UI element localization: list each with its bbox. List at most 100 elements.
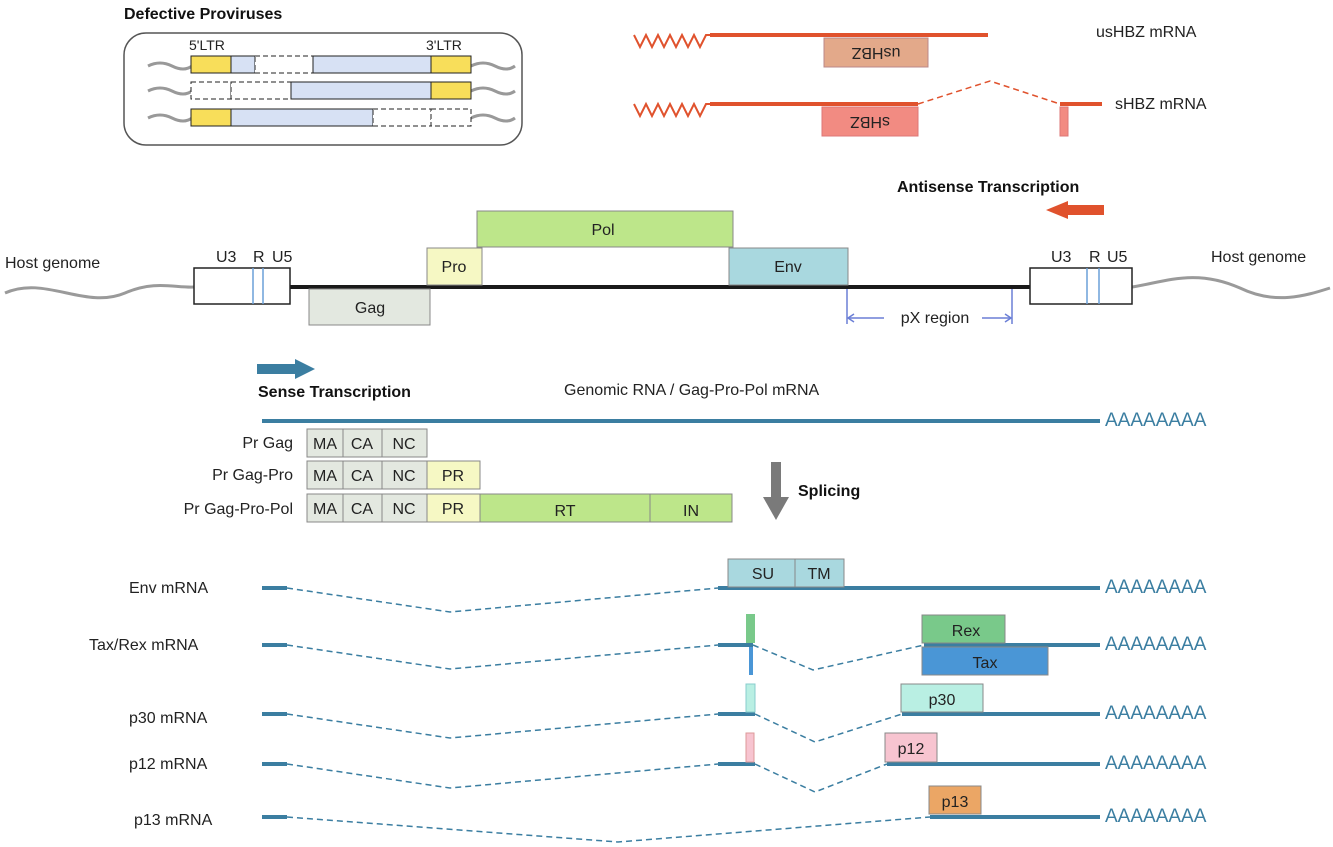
p12-box [884, 732, 938, 763]
host-dna-right [470, 113, 516, 123]
tax-box [921, 646, 1049, 676]
antisense-arrow-icon [1046, 201, 1104, 219]
gag-gene-label: Gag [355, 300, 385, 317]
domain-rt [479, 493, 651, 523]
domain-in [649, 493, 733, 523]
ltr-left-u5: U5 [272, 249, 293, 266]
precursor-pr-gag: Pr Gag MA CA NC [242, 428, 428, 458]
defective-provirus-row-1 [147, 55, 516, 74]
precursor-label: Pr Gag [242, 435, 293, 452]
precursor-label: Pr Gag-Pro-Pol [184, 501, 293, 518]
domain-ca-label: CA [351, 468, 374, 485]
deleted-segment [372, 108, 432, 127]
p12-mrna: p12 mRNA p12 AAAAAAAA [129, 732, 1207, 793]
domain-ca [342, 460, 383, 490]
p30-start-box [745, 683, 756, 713]
ltr-left-u3: U3 [216, 249, 237, 266]
domain-pr [426, 460, 481, 490]
splice-line [754, 763, 888, 793]
splice-line [286, 763, 719, 789]
domain-ca [342, 493, 383, 523]
env-mrna: Env mRNA SU TM AAAAAAAA [129, 558, 1207, 613]
domain-ca-label: CA [351, 501, 374, 518]
ltr-right: U3 R U5 [1029, 249, 1133, 305]
sense-transcription: Sense Transcription Genomic RNA / Gag-Pr… [257, 359, 1207, 431]
domain-pr [426, 493, 481, 523]
pol-gene-label: Pol [591, 222, 614, 239]
host-dna-left [147, 86, 193, 96]
rex-start-box [746, 614, 755, 643]
pro-gene [426, 247, 483, 286]
provirus-segment [230, 55, 256, 74]
mrna-label: Env mRNA [129, 580, 208, 597]
p13-mrna: p13 mRNA p13 AAAAAAAA [134, 785, 1207, 843]
antisense-transcription-label: Antisense Transcription [897, 179, 1079, 196]
host-genome-right-strand [1131, 276, 1331, 300]
ltr-right-box [1029, 267, 1133, 305]
mrna-label: Tax/Rex mRNA [89, 637, 199, 654]
p30-mrna: p30 mRNA p30 AAAAAAAA [129, 683, 1207, 743]
splicing-label: Splicing [798, 483, 860, 500]
domain-ma-label: MA [313, 436, 337, 453]
rex-box [921, 614, 1006, 644]
ltr-left: U3 R U5 [193, 249, 293, 305]
p13-label: p13 [942, 794, 969, 811]
host-genome-left-strand [4, 283, 195, 300]
deleted-segment [190, 81, 232, 100]
polya-tail: AAAAAAAA [1105, 753, 1207, 774]
mrna-label: p13 mRNA [134, 812, 213, 829]
gag-gene [308, 288, 431, 326]
p30-box [900, 683, 984, 713]
polya-tail: AAAAAAAA [1105, 806, 1207, 827]
provirus-segment [230, 108, 374, 127]
domain-ma [306, 493, 344, 523]
domain-nc [381, 460, 428, 490]
polya-tail-antisense [633, 32, 710, 50]
spliced-mrnas: Env mRNA SU TM AAAAAAAA Tax/Rex mRNA Rex… [89, 558, 1207, 843]
precursor-pr-gag-pro: Pr Gag-Pro MA CA NC PR [212, 460, 481, 490]
polya-tail: AAAAAAAA [1105, 634, 1207, 655]
splice-line [754, 713, 903, 743]
ushbz-box [823, 37, 929, 68]
provirus-genome: Host genome Host genome U3 R U5 U3 R U5 … [4, 210, 1331, 327]
domain-nc [381, 428, 428, 458]
tax-rex-mrna: Tax/Rex mRNA Rex Tax AAAAAAAA [89, 614, 1207, 676]
domain-nc-label: NC [392, 468, 415, 485]
splice-line [286, 644, 719, 670]
host-genome-left-label: Host genome [5, 255, 100, 272]
deleted-segment [254, 55, 314, 74]
splice-line [752, 644, 925, 671]
tm-box [794, 558, 845, 588]
ltr5-label: 5'LTR [189, 37, 225, 53]
sense-transcription-label: Sense Transcription [258, 384, 411, 401]
domain-nc [381, 493, 428, 523]
precursor-pr-gag-pro-pol: Pr Gag-Pro-Pol MA CA NC PR RT IN [184, 493, 733, 523]
host-dna-left [147, 113, 193, 123]
pol-gene [476, 210, 734, 248]
tm-label: TM [807, 566, 830, 583]
px-region: pX region [846, 289, 1013, 327]
splice-line [286, 816, 931, 843]
ltr-right-r: R [1089, 249, 1101, 266]
host-dna-left [147, 61, 193, 71]
defective-provirus-row-3 [147, 108, 516, 127]
precursor-proteins: Pr Gag MA CA NC Pr Gag-Pro MA CA NC PR P… [184, 428, 733, 523]
ushbz-transcript: usHBZ usHBZ mRNA [633, 24, 1197, 68]
domain-ca [342, 428, 383, 458]
provirus-segment [312, 55, 432, 74]
antisense-transcripts: usHBZ usHBZ mRNA sHBZ sHBZ mRNA Antisens… [633, 24, 1207, 219]
deleted-segment [430, 108, 472, 127]
ltr3-box [430, 55, 472, 74]
px-arrowhead-left-icon [846, 313, 855, 323]
rex-label: Rex [952, 623, 980, 640]
ltr-right-u5: U5 [1107, 249, 1128, 266]
mrna-label: p12 mRNA [129, 756, 208, 773]
ltr-left-r: R [253, 249, 265, 266]
domain-nc-label: NC [392, 436, 415, 453]
p30-label: p30 [929, 692, 956, 709]
ltr3-label: 3'LTR [426, 37, 462, 53]
domain-in-label: IN [683, 503, 699, 520]
polya-tail: AAAAAAAA [1105, 703, 1207, 724]
shbz-transcript: sHBZ sHBZ mRNA [633, 80, 1207, 137]
